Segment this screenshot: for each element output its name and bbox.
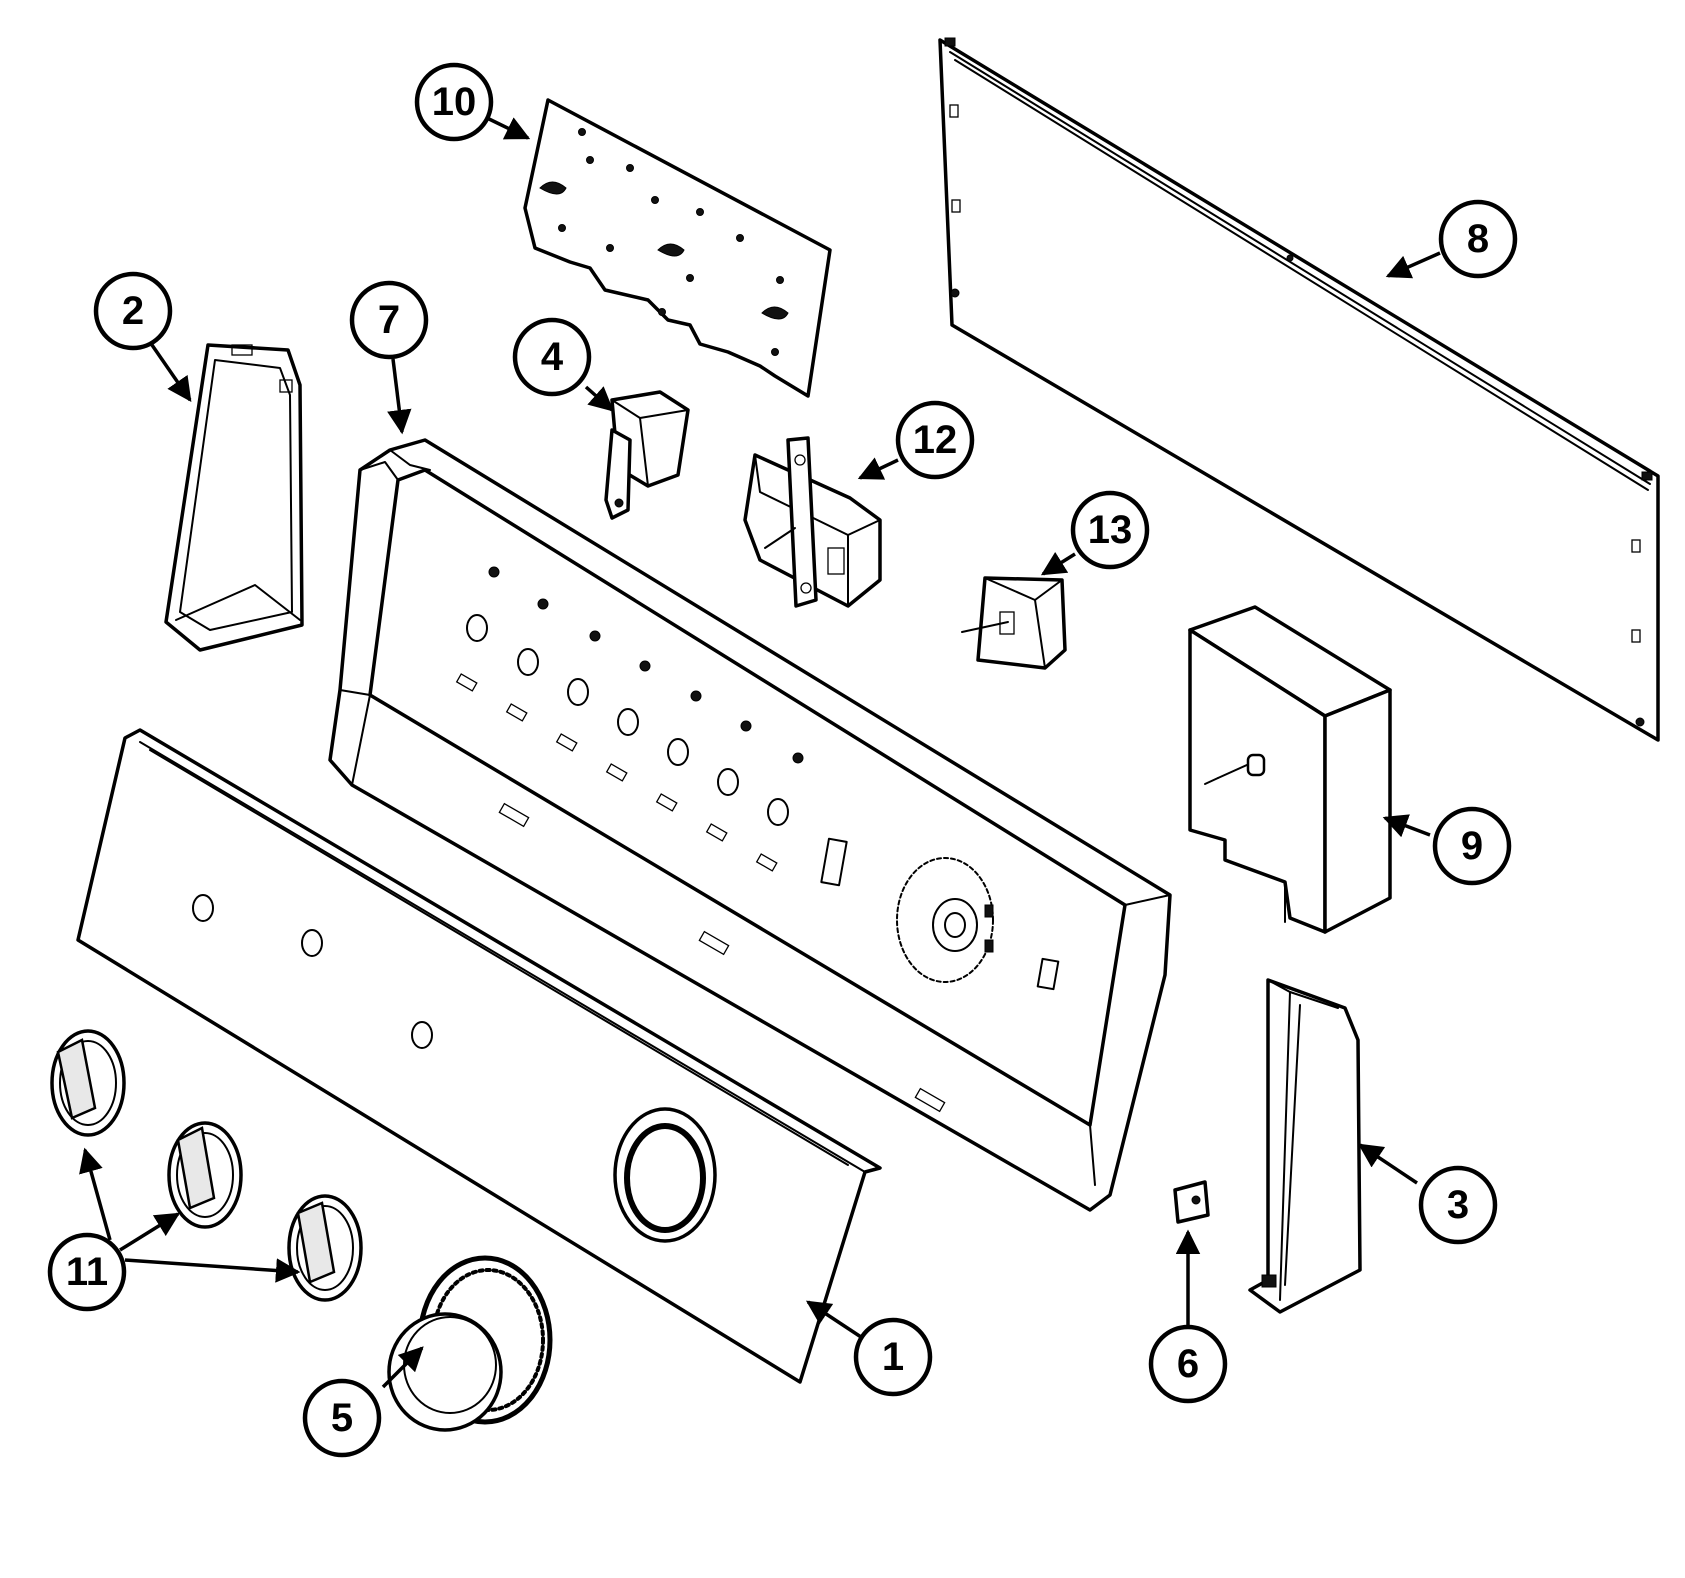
callout-10-label: 10 [432, 80, 477, 124]
callout-2: 2 [93, 271, 173, 351]
callout-12: 12 [895, 400, 975, 480]
callout-12-label: 12 [913, 418, 958, 462]
part-7-console-panel [328, 438, 1172, 1212]
callout-9: 9 [1432, 806, 1512, 886]
leader-lines [79, 116, 1441, 1389]
part-5-dial-knob [387, 1255, 553, 1432]
part-13-rotary-switch [961, 576, 1067, 670]
callout-1: 1 [853, 1317, 933, 1397]
callout-13-label: 13 [1088, 508, 1133, 552]
part-2-left-end-cap [164, 343, 304, 652]
callout-11-label: 11 [66, 1250, 108, 1294]
part-11-knobs [50, 1029, 363, 1302]
part-8-rear-panel [938, 37, 1660, 742]
part-9-timer [1188, 605, 1392, 934]
callout-9-label: 9 [1461, 824, 1483, 868]
callout-5-label: 5 [331, 1396, 353, 1440]
callout-8: 8 [1438, 199, 1518, 279]
part-12-switch-bracket [743, 436, 882, 608]
part-1-front-panel [76, 728, 946, 1384]
callout-11: 11 [47, 1232, 127, 1312]
part-4-switch [604, 390, 690, 520]
callout-3: 3 [1418, 1165, 1498, 1245]
part-10-circuit-board [523, 98, 832, 398]
callout-8-label: 8 [1467, 217, 1489, 261]
callout-1-label: 1 [882, 1335, 904, 1379]
callout-4: 4 [512, 317, 592, 397]
callout-5: 5 [302, 1378, 382, 1458]
callout-7-label: 7 [378, 298, 400, 342]
callout-4-label: 4 [541, 335, 564, 379]
callout-7: 7 [349, 280, 429, 360]
part-6-clip [1173, 1180, 1210, 1224]
callout-13: 13 [1070, 490, 1150, 570]
part-3-right-end-cap [1248, 978, 1362, 1314]
callout-6-label: 6 [1177, 1342, 1199, 1386]
callout-2-label: 2 [122, 289, 144, 333]
callout-10: 10 [414, 62, 494, 142]
callout-6: 6 [1148, 1324, 1228, 1404]
callout-3-label: 3 [1447, 1183, 1469, 1227]
